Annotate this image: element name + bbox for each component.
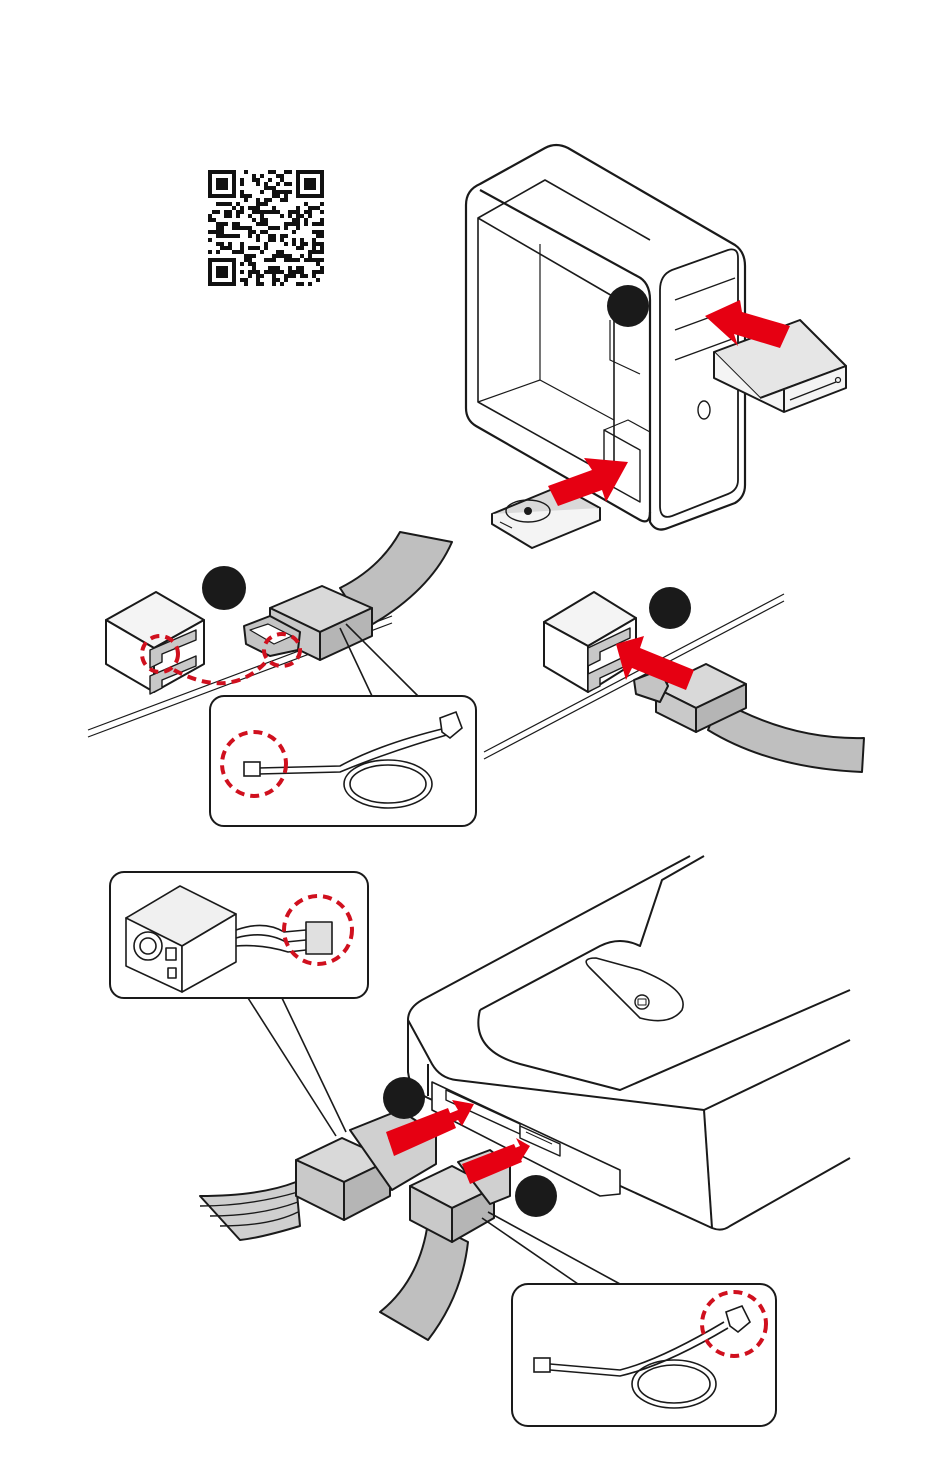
step-2-badge [202,566,246,610]
qr-code-icon [208,170,324,286]
ssd-port-block-right [544,592,636,692]
insert-arrow-hdd [548,458,628,506]
psu-inset [110,872,368,998]
sata-cable-inset-left [210,696,476,826]
step-1-badge [607,285,649,327]
callout-leader-psu [248,998,346,1136]
step-3-badge [649,587,691,629]
callout-leader-sata-bottom [482,1212,620,1284]
step-5-badge [515,1175,557,1217]
step-4-badge [383,1077,425,1119]
sata-cable-inset-bottom [512,1284,776,1426]
sata-cable-left [244,532,452,660]
